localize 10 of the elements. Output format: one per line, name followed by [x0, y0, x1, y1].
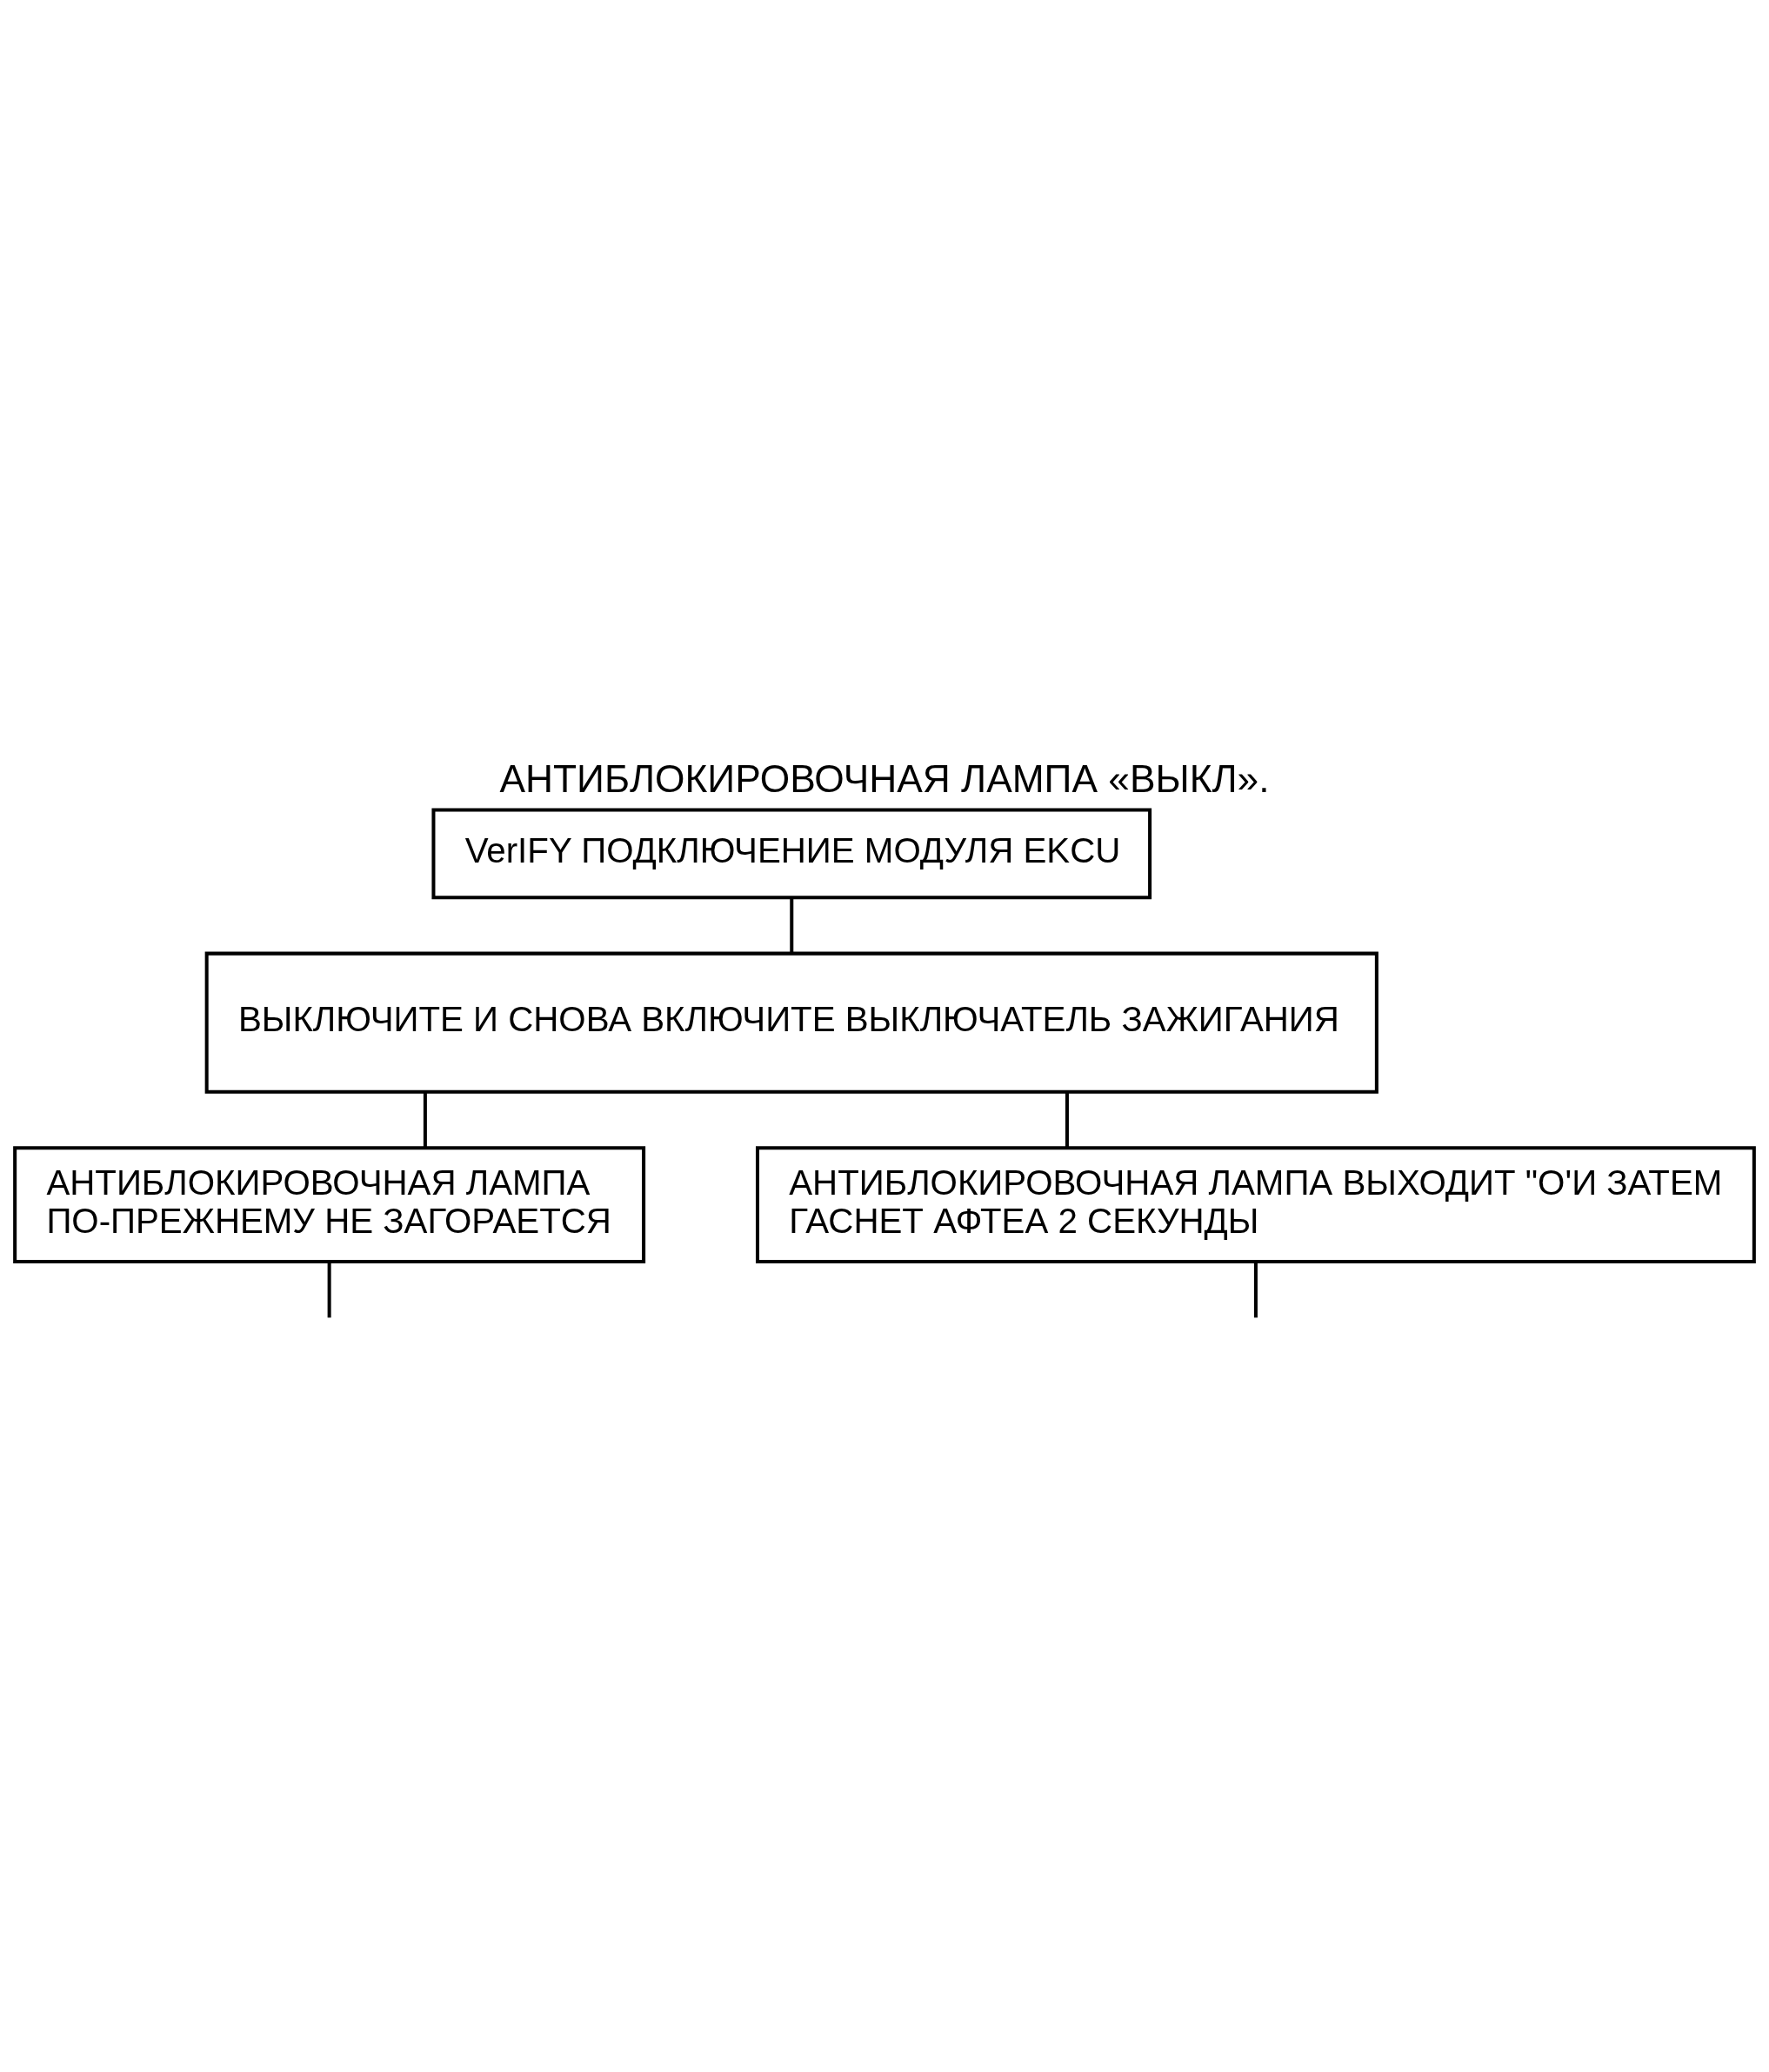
connector — [423, 1091, 427, 1148]
connector — [1253, 1262, 1258, 1317]
node-box: VerIFY ПОДКЛЮЧЕНИЕ МОДУЛЯ EKCU — [431, 808, 1152, 899]
node-box: АНТИБЛОКИРОВОЧНАЯ ЛАМПА ПО-ПРЕЖНЕМУ НЕ ЗАГОРАЕТСЯ — [13, 1145, 646, 1263]
node-box: ВЫКЛЮЧИТЕ И СНОВА ВКЛЮЧИТЕ ВЫКЛЮЧАТЕЛЬ ЗАЖИГАНИЯ — [204, 951, 1378, 1094]
connector — [790, 896, 794, 953]
connector — [327, 1262, 331, 1317]
node-box: АНТИБЛОКИРОВОЧНАЯ ЛАМПА ВЫХОДИТ "О'И ЗАТЕМ ГАСНЕТ АФТЕА 2 СЕКУНДЫ — [756, 1145, 1756, 1263]
diagram-title: АНТИБЛОКИРОВОЧНАЯ ЛАМПА «ВЫКЛ». — [499, 756, 1270, 800]
connector — [1065, 1091, 1069, 1148]
